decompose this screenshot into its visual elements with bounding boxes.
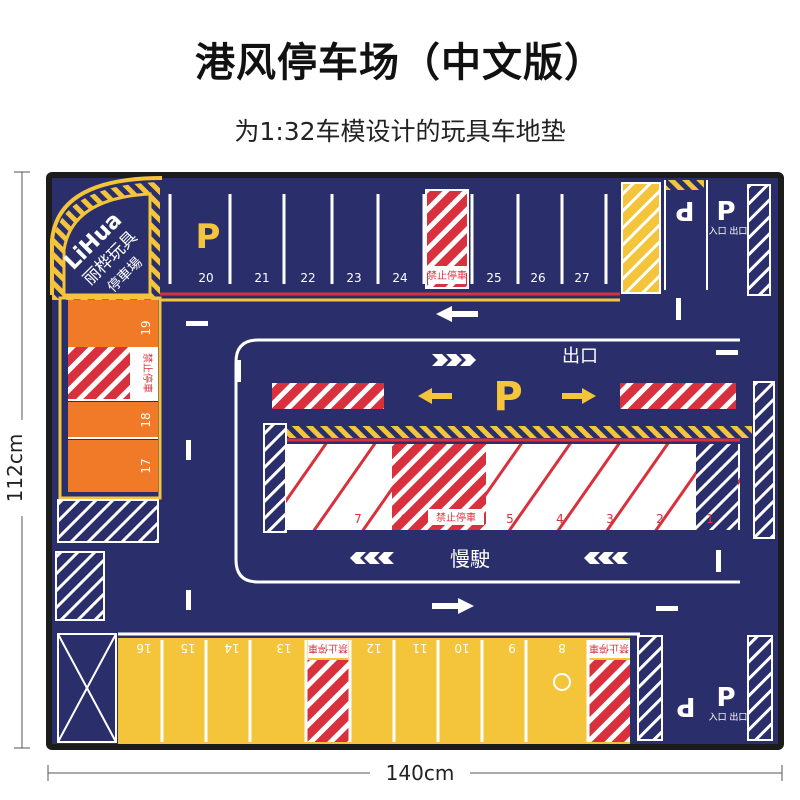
bottom-spot-label: 9 [508, 641, 516, 655]
yellow-arrows [418, 388, 596, 404]
top-spot-label: 24 [392, 271, 407, 285]
top-spot-label: 25 [486, 271, 501, 285]
bottom-entrance-p2: P [716, 683, 735, 713]
logo-corner: LiHua 丽桦玩具 停車場 [50, 176, 163, 300]
bottom-no-parking-text-2: 禁止停車 [589, 642, 629, 655]
accessible-icon [553, 673, 571, 691]
bottom-spot-label: 16 [136, 641, 151, 655]
left-spot-label: 17 [139, 458, 153, 473]
width-label: 140cm [386, 761, 455, 785]
center-no-parking-text: 禁止停車 [436, 511, 476, 524]
center-spot-label: 6 [400, 512, 408, 526]
top-spot-label: 23 [346, 271, 361, 285]
top-spot-label: 27 [574, 271, 589, 285]
bottom-entrance-p1: P [676, 691, 695, 721]
top-spot-label: 20 [198, 271, 213, 285]
center-spot-label: 5 [506, 512, 514, 526]
height-label: 112cm [3, 434, 27, 503]
center-spot-label: 3 [606, 512, 614, 526]
bottom-spot-label: 10 [454, 641, 469, 655]
top-parking-symbol: P [196, 217, 221, 257]
top-spot-label: 21 [254, 271, 269, 285]
top-spot-label: 26 [530, 271, 545, 285]
center-spot-label: 1 [706, 512, 714, 526]
exit-text: 出口 [562, 346, 598, 367]
road-loop: 出口 P 慢駛 [186, 298, 740, 614]
top-right-entrance: P P 入口 出口 [621, 180, 771, 296]
bottom-spot-label: 11 [412, 641, 427, 655]
chevrons-left [350, 552, 628, 564]
left-lower-hatch [55, 551, 105, 621]
bottom-spot-label: 15 [180, 641, 195, 655]
bottom-right-entrance: P P 入口 出口 [637, 635, 773, 741]
top-parking-row: 禁止停車 P 20 21 22 23 24 25 26 27 [160, 189, 620, 302]
center-spot-label: 2 [656, 512, 664, 526]
bottom-spot-label: 12 [366, 641, 381, 655]
top-spot-label: 22 [300, 271, 315, 285]
bottom-spot-label: 8 [558, 641, 566, 655]
top-entrance-tag: 入口 出口 [709, 225, 748, 237]
center-spot-label: 4 [556, 512, 564, 526]
chevrons-right [432, 354, 476, 366]
bottom-spot-label: 13 [276, 641, 291, 655]
bottom-spot-label: 14 [224, 641, 239, 655]
turn-arrows [186, 298, 738, 611]
center-parking-symbol: P [493, 374, 522, 420]
slow-text: 慢駛 [450, 547, 490, 571]
top-entrance-p1: P [675, 195, 694, 225]
bottom-parking-row: 禁止停車 禁止停車 16 15 14 13 12 11 10 9 8 [118, 632, 640, 744]
center-parking-bay: 禁止停車 7 6 5 4 3 2 1 [263, 381, 775, 539]
arrow-left-top [436, 306, 478, 322]
left-spot-label: 19 [139, 320, 153, 335]
page-title: 港风停车场（中文版） [195, 40, 605, 86]
top-no-parking-text: 禁止停車 [427, 269, 467, 282]
arrow-right-bottom [432, 598, 474, 614]
bottom-no-parking-text-1: 禁止停車 [308, 642, 348, 655]
left-no-parking-text: 禁止停車 [141, 353, 154, 393]
page-subtitle: 为1:32车模设计的玩具车地垫 [234, 117, 566, 146]
left-cross-box [57, 633, 117, 743]
bottom-entrance-tag: 入口 出口 [709, 711, 748, 723]
center-spot-label: 7 [354, 512, 362, 526]
left-parking-column: 禁止停車 19 18 17 [57, 296, 162, 543]
top-entrance-p2: P [716, 197, 735, 227]
left-spot-label: 18 [139, 412, 153, 427]
